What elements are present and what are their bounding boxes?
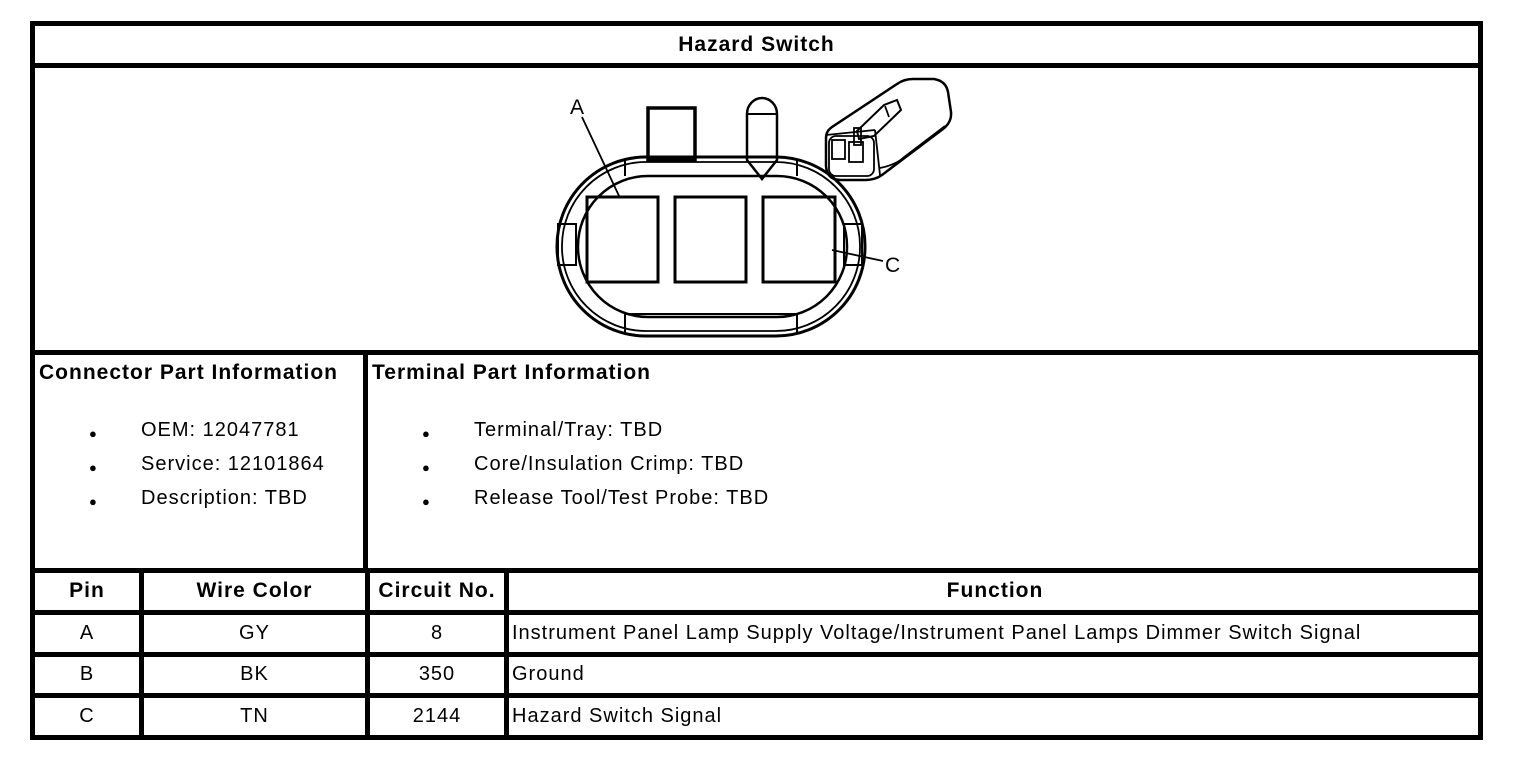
iso-cavity-2: [848, 141, 864, 163]
right-side-notch: [843, 223, 863, 266]
connector-diagram: A C: [35, 68, 1478, 355]
terminal-info-item-crimp: Core/Insulation Crimp: TBD: [372, 454, 1474, 479]
top-index-tab: [646, 106, 697, 162]
table-row-pin-c: C TN 2144 Hazard Switch Signal: [35, 698, 1478, 735]
col-header-pin: Pin: [35, 573, 144, 610]
table-row-pin-a: A GY 8 Instrument Panel Lamp Supply Volt…: [35, 614, 1478, 657]
function-value: Instrument Panel Lamp Supply Voltage/Ins…: [512, 621, 1362, 644]
connector-part-info-header: Connector Part Information: [39, 361, 339, 384]
wire-color-value: GY: [144, 614, 370, 652]
iso-cavity-1: [831, 139, 846, 160]
function-value: Ground: [512, 663, 585, 686]
connector-part-info-list: OEM: 12047781 Service: 12101864 Descript…: [39, 420, 359, 513]
iso-front-face: [828, 135, 875, 177]
wire-color-value: TN: [144, 698, 370, 735]
connector-part-info-panel: Connector Part Information OEM: 12047781…: [35, 355, 368, 568]
cavity-a: [585, 195, 660, 284]
col-header-circuit-no: Circuit No.: [370, 573, 509, 610]
top-recess: [624, 159, 798, 176]
terminal-info-item-release-tool: Release Tool/Test Probe: TBD: [372, 488, 1474, 513]
function-value: Hazard Switch Signal: [512, 705, 723, 728]
table-row-pin-b: B BK 350 Ground: [35, 656, 1478, 699]
iso-latch-post: [853, 127, 862, 146]
terminal-info-item-tray: Terminal/Tray: TBD: [372, 420, 1474, 445]
connector-info-page: Hazard Switch A C: [30, 21, 1483, 740]
terminal-part-info-list: Terminal/Tray: TBD Core/Insulation Crimp…: [372, 420, 1474, 513]
leader-line-a: [581, 116, 621, 199]
leader-line-c: [831, 249, 884, 262]
pin-value: C: [35, 698, 144, 735]
connector-diagram-svg: A C: [555, 77, 953, 338]
circuit-no-value: 2144: [370, 698, 509, 735]
left-side-notch: [557, 223, 577, 266]
bottom-recess: [624, 313, 798, 334]
connector-info-item-description: Description: TBD: [39, 488, 359, 513]
col-header-function: Function: [946, 579, 1044, 603]
connector-face-view: A C: [555, 96, 901, 338]
connector-inner-wall: [576, 174, 849, 319]
pin-value: A: [35, 614, 144, 652]
iso-belly-line: [879, 125, 946, 169]
terminal-part-info-header: Terminal Part Information: [372, 361, 651, 384]
top-lock-peg: [745, 96, 779, 182]
pin-c-label: C: [885, 254, 901, 277]
iso-lock-latch: [855, 98, 903, 141]
part-information-row: Connector Part Information OEM: 12047781…: [35, 355, 1478, 573]
cavity-b: [673, 195, 748, 284]
connector-info-item-oem: OEM: 12047781: [39, 420, 359, 445]
iso-body: [824, 77, 953, 182]
page-title: Hazard Switch: [35, 26, 1478, 68]
terminal-part-info-panel: Terminal Part Information Terminal/Tray:…: [368, 355, 1478, 568]
cavity-c: [761, 195, 837, 284]
pin-table-header-row: Pin Wire Color Circuit No. Function: [35, 573, 1478, 615]
connector-outer-shell: [555, 155, 867, 338]
iso-front-top-edge: [825, 129, 876, 136]
circuit-no-value: 350: [370, 656, 509, 694]
connector-info-item-service: Service: 12101864: [39, 454, 359, 479]
pin-a-label: A: [570, 96, 585, 119]
pin-table: Pin Wire Color Circuit No. Function A GY…: [35, 573, 1478, 735]
wire-color-value: BK: [144, 656, 370, 694]
col-header-wire-color: Wire Color: [144, 573, 370, 610]
connector-isometric-view: [824, 77, 953, 182]
iso-lock-latch-inner-line: [884, 105, 890, 118]
iso-front-right-edge: [874, 129, 881, 176]
circuit-no-value: 8: [370, 614, 509, 652]
pin-value: B: [35, 656, 144, 694]
connector-outer-shell-inner-line: [561, 161, 861, 332]
